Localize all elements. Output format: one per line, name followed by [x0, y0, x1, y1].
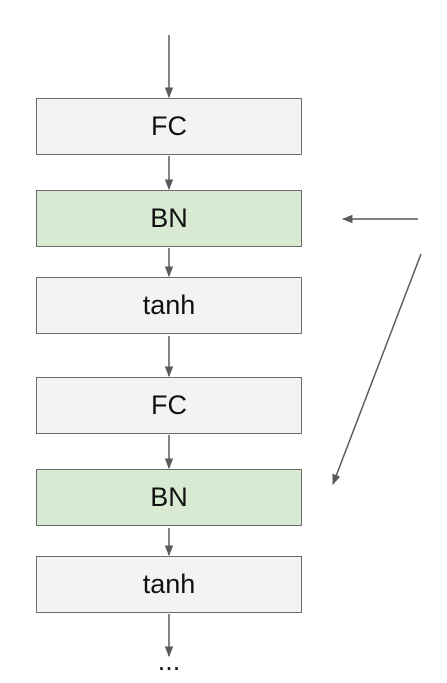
fc-block-1-label: FC: [151, 111, 187, 141]
continuation-ellipsis: ...: [157, 646, 181, 676]
tanh-block-2: tanh: [36, 556, 302, 613]
bn-block-1: BN: [36, 190, 302, 247]
fc-block-2-label: FC: [151, 390, 187, 420]
fc-block-1: FC: [36, 98, 302, 155]
bn-block-2: BN: [36, 469, 302, 526]
tanh-block-2-label: tanh: [142, 569, 196, 599]
tanh-block-1: tanh: [36, 277, 302, 334]
fc-block-2: FC: [36, 377, 302, 434]
tanh-block-1-label: tanh: [142, 290, 196, 320]
bn-block-1-label: BN: [150, 203, 188, 233]
side-arrow-to-bn2: [332, 253, 422, 485]
bn-block-2-label: BN: [150, 482, 188, 512]
